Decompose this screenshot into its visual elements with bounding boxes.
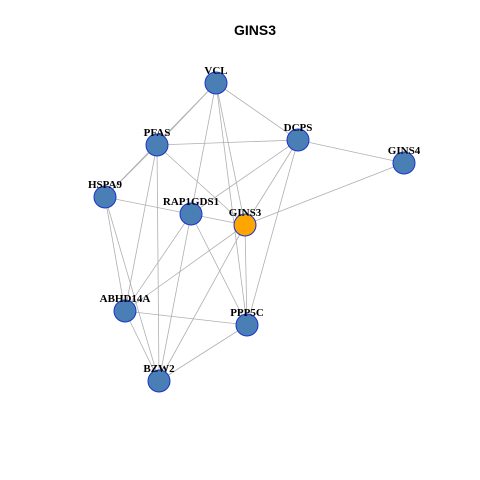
node-circle-gins3 — [233, 213, 257, 237]
node-vcl: VCL — [204, 65, 228, 95]
node-pfas: PFAS — [144, 127, 171, 157]
node-circle-hspa9 — [93, 185, 117, 209]
node-hspa9: HSPA9 — [88, 179, 123, 209]
edge-dcps-gins3 — [244, 139, 299, 226]
edge-rap1gds1-ppp5c — [190, 213, 248, 326]
edge-pfas-hspa9 — [104, 144, 158, 198]
edge-rap1gds1-bzw2 — [158, 213, 192, 382]
node-circle-bzw2 — [147, 369, 171, 393]
edge-pfas-abhd14a — [124, 144, 158, 312]
node-gins3: GINS3 — [229, 207, 262, 237]
node-label-bzw2: BZW2 — [143, 363, 175, 375]
edge-gins3-bzw2 — [158, 224, 246, 382]
edge-gins3-abhd14a — [124, 224, 246, 312]
node-gins4: GINS4 — [388, 145, 421, 175]
edge-hspa9-abhd14a — [104, 196, 126, 312]
node-label-vcl: VCL — [204, 65, 227, 77]
node-rap1gds1: RAP1GDS1 — [163, 196, 219, 226]
edge-layer — [104, 82, 405, 382]
edge-hspa9-gins3 — [104, 196, 246, 226]
node-bzw2: BZW2 — [143, 363, 175, 393]
node-circle-gins4 — [392, 151, 416, 175]
node-circle-abhd14a — [113, 299, 137, 323]
edge-dcps-gins4 — [297, 139, 405, 164]
edge-vcl-ppp5c — [215, 82, 248, 326]
edge-vcl-rap1gds1 — [190, 82, 217, 215]
edge-gins4-gins3 — [244, 162, 405, 226]
node-abhd14a: ABHD14A — [100, 293, 151, 323]
node-label-ppp5c: PPP5C — [230, 307, 264, 319]
edge-gins3-ppp5c — [244, 224, 248, 326]
node-dcps: DCPS — [284, 122, 313, 152]
node-layer: VCL PFAS DCPS GINS4HSPA9RAP1GDS1GINS3ABHD14… — [88, 65, 421, 393]
node-label-rap1gds1: RAP1GDS1 — [163, 196, 219, 208]
edge-abhd14a-bzw2 — [124, 310, 160, 382]
edge-pfas-gins3 — [156, 144, 246, 226]
edge-ppp5c-bzw2 — [158, 324, 248, 382]
edge-vcl-gins3 — [215, 82, 246, 226]
node-circle-ppp5c — [235, 313, 259, 337]
node-label-hspa9: HSPA9 — [88, 179, 123, 191]
edge-hspa9-bzw2 — [104, 196, 160, 382]
node-label-abhd14a: ABHD14A — [100, 293, 151, 305]
edge-dcps-ppp5c — [246, 139, 299, 326]
edge-abhd14a-ppp5c — [124, 310, 248, 326]
edge-vcl-dcps — [215, 82, 299, 141]
node-label-pfas: PFAS — [144, 127, 171, 139]
node-label-gins4: GINS4 — [388, 145, 421, 157]
graph-title: GINS3 — [234, 22, 276, 38]
node-label-gins3: GINS3 — [229, 207, 262, 219]
edge-pfas-dcps — [156, 139, 299, 146]
node-circle-rap1gds1 — [179, 202, 203, 226]
edge-rap1gds1-abhd14a — [124, 213, 192, 312]
edge-dcps-rap1gds1 — [190, 139, 299, 215]
node-ppp5c: PPP5C — [230, 307, 264, 337]
node-circle-dcps — [286, 128, 310, 152]
node-circle-pfas — [145, 133, 169, 157]
node-label-dcps: DCPS — [284, 122, 313, 134]
node-circle-vcl — [204, 71, 228, 95]
